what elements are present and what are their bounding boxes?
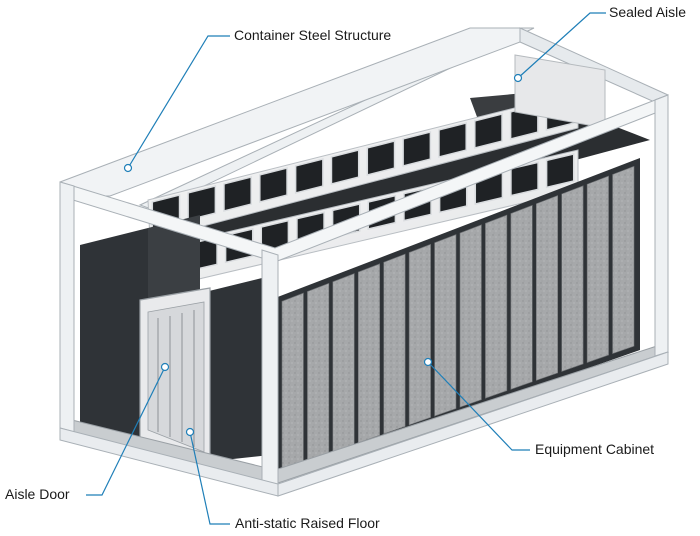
equipment-cabinet-panel xyxy=(561,185,584,372)
aisle-door[interactable] xyxy=(139,287,211,463)
equipment-cabinet-panel xyxy=(383,253,406,435)
equipment-cabinet-panel xyxy=(307,282,330,462)
aisle-window-pane xyxy=(294,158,324,194)
aisle-window-pane xyxy=(545,153,575,189)
leader-container-steel-structure xyxy=(127,35,230,169)
equipment-cabinet-panel xyxy=(485,214,508,399)
equipment-cabinet-panel xyxy=(612,165,635,355)
label-aisle-door: Aisle Door xyxy=(5,486,70,502)
leader-dots xyxy=(123,73,523,437)
leader-sealed-aisle xyxy=(517,12,606,79)
aisle-window-pane xyxy=(474,113,503,149)
equipment-cabinet-panel xyxy=(281,292,304,470)
aisle-window-pane xyxy=(510,161,539,197)
equipment-cabinet-panel xyxy=(535,195,559,381)
label-anti-static-raised-floor: Anti-static Raised Floor xyxy=(235,515,380,531)
aisle-window-pane xyxy=(330,149,360,185)
aisle-window-pane xyxy=(259,167,288,203)
aisle-window-pane xyxy=(223,176,252,212)
leader-equipment-cabinet xyxy=(427,361,530,451)
aisle-window-pane xyxy=(366,140,396,176)
aisle-window-pane xyxy=(438,122,467,158)
equipment-cabinet-panel xyxy=(586,175,609,363)
equipment-cabinet-panel xyxy=(332,273,355,453)
aisle-window-pane xyxy=(187,185,217,221)
equipment-cabinet-panel xyxy=(459,224,482,408)
leader-aisle-door xyxy=(86,366,166,496)
aisle-window-pane xyxy=(402,131,432,167)
front-cabinet-row xyxy=(275,158,640,478)
leader-anti-static-raised-floor xyxy=(189,431,230,525)
label-equipment-cabinet: Equipment Cabinet xyxy=(535,441,655,457)
label-sealed-aisle: Sealed Aisle xyxy=(609,4,687,20)
equipment-cabinet-panel xyxy=(510,204,533,390)
container-steel-frame xyxy=(59,27,669,497)
equipment-cabinet-panel xyxy=(408,243,431,426)
leader-lines xyxy=(86,12,606,525)
equipment-cabinet-panel xyxy=(357,263,381,444)
equipment-cabinet-panel xyxy=(434,234,457,417)
left-end-cabinets xyxy=(80,215,270,462)
label-container-steel-structure: Container Steel Structure xyxy=(234,27,392,43)
